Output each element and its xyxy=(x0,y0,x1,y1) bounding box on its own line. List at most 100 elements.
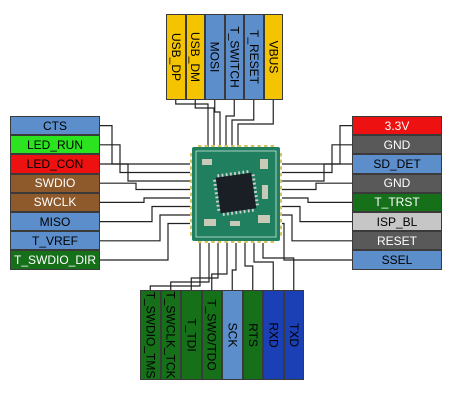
chip-pin xyxy=(253,190,258,194)
top-pin-label-5: T_RESET xyxy=(244,14,264,100)
bottom-pin-label-5: SCK xyxy=(222,290,243,380)
pin-label-text: T_SWDIO_DIR xyxy=(13,252,96,267)
chip-pin xyxy=(238,171,241,175)
right-wire-3 xyxy=(282,163,352,182)
right-pin-label-6: ISP_BL xyxy=(352,212,442,232)
chip-pin xyxy=(215,196,219,199)
smd-component xyxy=(230,221,240,226)
pin-label-text: MOSI xyxy=(207,41,222,73)
bottom-pin-label-1: T_SWDIO_TMS xyxy=(140,290,161,380)
left-wire-5 xyxy=(100,197,190,203)
pin-label-text: T_SWDIO_TMS xyxy=(143,291,158,379)
left-wire-6 xyxy=(100,205,190,223)
smd-component xyxy=(204,219,216,226)
pin-label-text: TXD xyxy=(286,323,301,347)
left-wire-7 xyxy=(100,214,190,242)
pin-label-text: RESET xyxy=(376,233,417,248)
pin-label-text: GND xyxy=(383,137,411,152)
smd-component xyxy=(260,159,268,169)
bottom-wire-8 xyxy=(262,243,295,290)
left-pin-label-6: MISO xyxy=(10,212,100,232)
bottom-pin-label-2: T_SWCLK_TCK xyxy=(160,290,181,380)
right-wire-6 xyxy=(282,205,352,223)
chip-pin xyxy=(246,170,249,174)
top-pin-label-4: T_SWITCH xyxy=(224,14,244,100)
left-wire-3 xyxy=(100,163,190,182)
chip-pin xyxy=(214,192,218,195)
chip-pin xyxy=(229,172,232,176)
chip-pin xyxy=(255,199,259,202)
bottom-wire-1 xyxy=(149,243,201,290)
right-pin-label-7: RESET xyxy=(352,231,442,251)
bottom-wire-7 xyxy=(253,243,274,290)
left-pin-label-5: SWCLK xyxy=(10,192,100,212)
chip-pin xyxy=(233,171,237,176)
pin-label-text: 3.3V xyxy=(384,118,410,133)
chip-pin xyxy=(214,187,218,191)
left-pin-label-1: CTS xyxy=(10,116,100,136)
top-wire-5 xyxy=(231,100,255,147)
left-wire-8 xyxy=(100,222,190,261)
right-pin-label-2: GND xyxy=(352,135,442,155)
right-pin-label-5: T_TRST xyxy=(352,192,442,212)
pin-label-text: SD_DET xyxy=(373,156,421,171)
pin-label-text: RXD xyxy=(266,322,281,348)
top-wire-2 xyxy=(194,100,215,147)
chip-pin xyxy=(213,183,217,187)
pin-label-text: T_TDI xyxy=(184,318,199,352)
chip-pin xyxy=(225,173,228,177)
pin-label-text: ISP_BL xyxy=(376,214,418,229)
pin-label-text: T_TRST xyxy=(374,195,420,210)
pin-label-text: USB_DP xyxy=(168,32,183,82)
right-wire-2 xyxy=(282,144,352,174)
pcb-components xyxy=(202,159,270,226)
chip-pin xyxy=(254,195,258,198)
top-wire-1 xyxy=(175,100,209,147)
chip-pin xyxy=(247,209,250,213)
module-board-image xyxy=(190,145,282,243)
bottom-wire-2 xyxy=(170,243,210,290)
chip-pin xyxy=(252,182,256,185)
pin-label-text: T_RESET xyxy=(246,29,261,85)
smd-component xyxy=(262,185,268,199)
bottom-wire-6 xyxy=(244,243,254,290)
left-pin-label-4: SWDIO xyxy=(10,173,100,193)
bottom-pin-label-3: T_TDI xyxy=(181,290,202,380)
pin-label-text: SSEL xyxy=(381,252,413,267)
bottom-pin-label-6: RTS xyxy=(242,290,263,380)
pin-label-text: LED_CON xyxy=(26,156,84,171)
pcb-silkscreen-border xyxy=(195,150,277,238)
top-wire-4 xyxy=(225,100,235,147)
right-wire-7 xyxy=(282,214,352,242)
pin-label-text: SWCLK xyxy=(33,195,77,210)
chip-pin xyxy=(252,178,256,181)
chip-pin xyxy=(212,179,217,182)
top-pin-label-1: USB_DP xyxy=(166,14,186,100)
top-pin-label-6: VBUS xyxy=(263,14,283,100)
pin-label-text: SWDIO xyxy=(34,176,76,191)
right-pin-label-3: SD_DET xyxy=(352,154,442,174)
chip-pin xyxy=(235,211,238,215)
chip-pin xyxy=(253,186,257,189)
pin-label-text: T_SWITCH xyxy=(227,26,242,88)
pin-label-text: GND xyxy=(383,176,411,191)
top-pin-label-3: MOSI xyxy=(205,14,225,100)
bottom-wire-5 xyxy=(231,243,237,290)
left-pin-label-3: LED_CON xyxy=(10,154,100,174)
pin-label-text: VBUS xyxy=(266,40,281,74)
pin-label-text: T_SWO/TDO xyxy=(204,299,219,371)
top-pin-label-2: USB_DM xyxy=(185,14,205,100)
mcu-chip-pins xyxy=(212,170,259,217)
left-wire-2 xyxy=(100,144,190,174)
chip-pin xyxy=(216,204,220,207)
left-pin-label-7: T_VREF xyxy=(10,231,100,251)
left-pin-label-2: LED_RUN xyxy=(10,135,100,155)
pin-label-text: LED_RUN xyxy=(26,137,83,152)
smd-component xyxy=(202,159,212,165)
right-wire-4 xyxy=(282,182,352,191)
chip-pin xyxy=(242,170,245,174)
right-pin-label-4: GND xyxy=(352,173,442,193)
chip-pin xyxy=(221,173,224,177)
chip-pin xyxy=(222,212,225,217)
